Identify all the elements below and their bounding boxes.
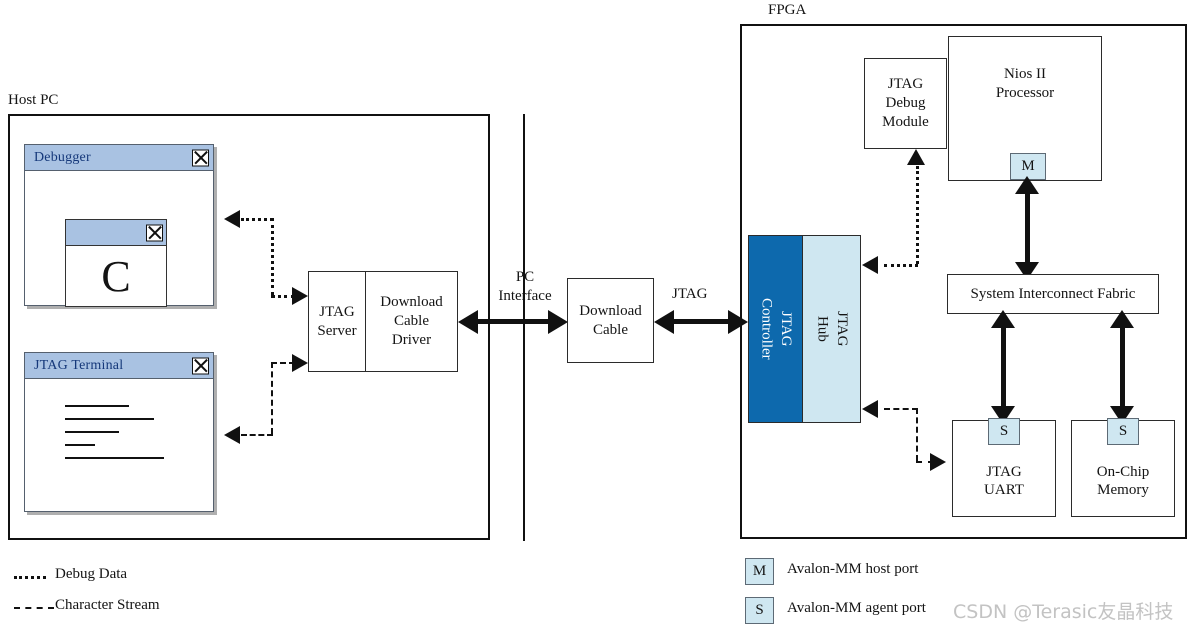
legend-host-port-badge: M (745, 558, 774, 585)
jtag-terminal-window[interactable]: JTAG Terminal (24, 352, 214, 512)
terminal-text-line (65, 457, 164, 460)
jtag-terminal-title: JTAG Terminal (34, 357, 124, 373)
host-pc-zone-label: Host PC (8, 92, 59, 108)
arrow-up-interconnect-memory (1110, 310, 1134, 328)
avalon-agent-port-badge-memory: S (1107, 418, 1139, 445)
legend-host-port-label: Avalon-MM host port (787, 561, 919, 577)
terminal-text-line (65, 418, 154, 421)
character-stream-path-top (271, 362, 295, 364)
debug-data-fpga-vertical (916, 166, 919, 264)
arrow-left-to-debugger (224, 210, 240, 228)
close-icon[interactable] (146, 224, 163, 241)
terminal-text-line (65, 431, 119, 434)
arrow-up-interconnect-uart (991, 310, 1015, 328)
arrow-left-to-terminal (224, 426, 240, 444)
pc-interface-label: PC Interface (488, 265, 562, 309)
jtag-debug-module-label: JTAG Debug Module (882, 76, 929, 130)
char-stream-fpga-top (884, 408, 918, 410)
character-stream-path-bottom (241, 434, 273, 436)
legend-agent-port-label: Avalon-MM agent port (787, 600, 926, 616)
arrow-up-to-debug-module (907, 149, 925, 165)
jtag-controller-block[interactable]: JTAG Controller (748, 235, 803, 423)
debugger-window-title: Debugger (34, 149, 91, 165)
arrow-right-jtag-link (728, 310, 748, 334)
jtag-debug-module-block[interactable]: JTAG Debug Module (864, 58, 947, 149)
arrow-left-pc-interface (458, 310, 478, 334)
arrow-right-to-jtag-uart (930, 453, 946, 471)
jtag-link-label: JTAG (672, 286, 708, 302)
jtag-server-label: JTAG Server (317, 303, 357, 339)
arrow-right-pc-interface (548, 310, 568, 334)
debugger-code-window[interactable]: C (65, 219, 167, 307)
jtag-link-line (670, 319, 736, 324)
legend-character-stream-label: Character Stream (55, 597, 160, 613)
host-pc-boundary (8, 114, 490, 540)
pc-interface-line-left (476, 319, 536, 324)
arrow-right-to-jtag-server-2 (292, 354, 308, 372)
debug-data-path-bottom (271, 295, 295, 298)
debugger-window-titlebar: Debugger (25, 145, 213, 171)
jtag-server-block[interactable]: JTAG Server (308, 271, 366, 372)
terminal-text-line (65, 405, 129, 408)
legend-debug-data-label: Debug Data (55, 566, 128, 582)
nios-ii-processor-block[interactable]: Nios II Processor (948, 36, 1102, 181)
onchip-memory-label: On-Chip Memory (1096, 463, 1150, 499)
pc-interface-line-right (523, 319, 559, 324)
jtag-terminal-body (25, 379, 213, 511)
system-interconnect-fabric-block[interactable]: System Interconnect Fabric (947, 274, 1159, 314)
legend-agent-port-badge: S (745, 597, 774, 624)
fpga-boundary (740, 24, 1187, 539)
nios-interconnect-line (1025, 188, 1030, 274)
debug-data-fpga-horizontal (884, 264, 918, 267)
character-stream-path-vertical (271, 362, 273, 434)
debug-data-path-vertical (271, 218, 274, 295)
arrow-left-to-jtag-hub-2 (862, 400, 878, 418)
debugger-code-window-body: C (66, 246, 166, 307)
char-stream-fpga-bottom (916, 461, 934, 463)
download-cable-driver-label: Download Cable Driver (380, 294, 443, 348)
interconnect-memory-line (1120, 322, 1125, 416)
avalon-agent-port-badge-uart: S (988, 418, 1020, 445)
arrow-up-nios-interconnect (1015, 176, 1039, 194)
char-stream-fpga-vertical (916, 408, 918, 461)
c-language-glyph: C (101, 251, 131, 301)
fpga-zone-label: FPGA (768, 2, 807, 18)
jtag-terminal-titlebar: JTAG Terminal (25, 353, 213, 379)
legend-dashed-sample (14, 607, 54, 609)
debugger-code-window-titlebar (66, 220, 166, 246)
debug-data-path-top (241, 218, 273, 221)
debugger-window-body: C (25, 171, 213, 307)
nios-ii-processor-label: Nios II Processor (995, 66, 1055, 101)
download-cable-label: Download Cable (579, 302, 642, 338)
arrow-left-to-jtag-hub (862, 256, 878, 274)
close-icon[interactable] (192, 357, 209, 374)
jtag-hub-block[interactable]: JTAG Hub (803, 235, 861, 423)
download-cable-driver-block[interactable]: Download Cable Driver (366, 271, 458, 372)
pc-interface-divider (523, 114, 525, 541)
legend-dotted-sample (14, 576, 46, 579)
jtag-uart-label: JTAG UART (984, 463, 1024, 499)
system-interconnect-fabric-label: System Interconnect Fabric (970, 285, 1136, 302)
jtag-hub-label: JTAG Hub (814, 311, 851, 347)
arrow-left-jtag-link (654, 310, 674, 334)
terminal-text-line (65, 444, 95, 447)
debugger-window[interactable]: Debugger C (24, 144, 214, 307)
arrow-right-to-jtag-server (292, 287, 308, 305)
jtag-controller-label: JTAG Controller (758, 298, 795, 360)
close-icon[interactable] (192, 149, 209, 166)
watermark-text: CSDN @Terasic友晶科技 (953, 601, 1174, 623)
download-cable-block[interactable]: Download Cable (567, 278, 654, 363)
interconnect-uart-line (1001, 322, 1006, 416)
